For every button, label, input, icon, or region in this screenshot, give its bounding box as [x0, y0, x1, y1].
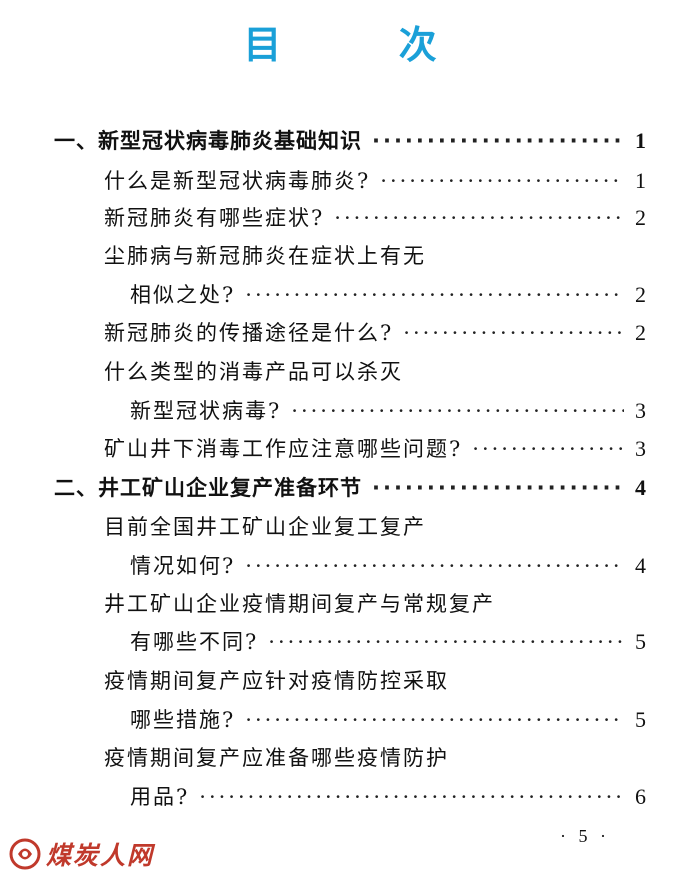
toc-page-number: 2 [635, 282, 646, 307]
toc-entry-continued[interactable]: 有哪些不同? ·································… [130, 627, 646, 657]
toc-page-number: 1 [635, 168, 646, 193]
toc-leader-dots: ········································… [472, 437, 624, 461]
toc-leader-dots: ········································… [372, 476, 624, 500]
toc-entry-text: 尘肺病与新冠肺炎在症状上有无 [104, 244, 426, 268]
toc-entry[interactable]: 目前全国井工矿山企业复工复产 [104, 512, 646, 542]
toc-entry-text: 二、井工矿山企业复产准备环节 [54, 476, 362, 500]
toc-entry-text: 情况如何? [130, 554, 236, 578]
toc-page-number: 5 [635, 707, 646, 732]
toc-entry-text: 相似之处? [130, 283, 236, 307]
page-title: 目 次 [243, 23, 489, 67]
toc-entry-text: 一、新型冠状病毒肺炎基础知识 [54, 129, 362, 153]
toc-entry[interactable]: 尘肺病与新冠肺炎在症状上有无 [104, 241, 646, 271]
toc-leader-dots: ········································… [334, 206, 624, 230]
toc-entry[interactable]: 新冠肺炎有哪些症状? ·····························… [104, 203, 646, 233]
toc-page-number: 1 [635, 128, 646, 153]
toc-entry-text: 疫情期间复产应针对疫情防控采取 [104, 669, 449, 693]
toc-entry-text: 哪些措施? [130, 708, 236, 732]
toc-entry-text: 用品? [130, 785, 190, 809]
toc-entry[interactable]: 疫情期间复产应针对疫情防控采取 [104, 666, 646, 696]
footer-page-number: · 5 · [560, 826, 610, 846]
toc-page-number: 4 [635, 553, 646, 578]
toc-section-1[interactable]: 一、新型冠状病毒肺炎基础知识 ·························… [54, 126, 646, 156]
toc-leader-dots: ········································… [245, 283, 624, 307]
toc-page-number: 3 [635, 436, 646, 461]
toc-entry-text: 矿山井下消毒工作应注意哪些问题? [104, 437, 463, 461]
toc-entry-continued[interactable]: 哪些措施? ··································… [130, 705, 646, 735]
toc-entry-text: 新冠肺炎的传播途径是什么? [104, 321, 394, 345]
toc-page-number: 4 [635, 475, 646, 500]
toc-entry-text: 新型冠状病毒? [130, 399, 282, 423]
toc-entry[interactable]: 矿山井下消毒工作应注意哪些问题? ·······················… [104, 434, 646, 464]
toc-leader-dots: ········································… [372, 129, 624, 153]
toc-leader-dots: ········································… [380, 169, 624, 193]
toc-page-number: 5 [635, 629, 646, 654]
toc-entry[interactable]: 新冠肺炎的传播途径是什么? ··························… [104, 318, 646, 348]
toc-entry-continued[interactable]: 用品? ····································… [130, 782, 646, 812]
toc-page-number: 3 [635, 398, 646, 423]
toc-leader-dots: ········································… [268, 630, 624, 654]
toc-entry-text: 井工矿山企业疫情期间复产与常规复产 [104, 592, 495, 616]
toc-entry-continued[interactable]: 相似之处? ··································… [130, 280, 646, 310]
toc-entry-text: 有哪些不同? [130, 630, 259, 654]
toc-leader-dots: ········································… [199, 785, 624, 809]
toc-section-2[interactable]: 二、井工矿山企业复产准备环节 ·························… [54, 473, 646, 503]
toc-page-number: 2 [635, 320, 646, 345]
toc-leader-dots: ········································… [245, 708, 624, 732]
toc-entry-text: 新冠肺炎有哪些症状? [104, 206, 325, 230]
toc-leader-dots: ········································… [403, 321, 624, 345]
toc-entry[interactable]: 井工矿山企业疫情期间复产与常规复产 [104, 589, 646, 619]
toc-leader-dots: ········································… [245, 554, 624, 578]
toc-entry-text: 目前全国井工矿山企业复工复产 [104, 515, 426, 539]
toc-entry-continued[interactable]: 新型冠状病毒? ································… [130, 396, 646, 426]
watermark-logo[interactable]: 煤炭人网 [8, 836, 154, 872]
toc-entry[interactable]: 什么是新型冠状病毒肺炎? ···························… [104, 166, 646, 196]
toc-entry-text: 什么是新型冠状病毒肺炎? [104, 169, 371, 193]
toc-entry[interactable]: 什么类型的消毒产品可以杀灭 [104, 357, 646, 387]
toc-entry-continued[interactable]: 情况如何? ··································… [130, 551, 646, 581]
toc-entry-text: 什么类型的消毒产品可以杀灭 [104, 360, 403, 384]
toc-entry[interactable]: 疫情期间复产应准备哪些疫情防护 [104, 743, 646, 773]
toc-entry-text: 疫情期间复产应准备哪些疫情防护 [104, 746, 449, 770]
toc-page-number: 2 [635, 205, 646, 230]
logo-swirl-icon [9, 838, 41, 870]
toc-page-number: 6 [635, 784, 646, 809]
watermark-text: 煤炭人网 [46, 841, 155, 870]
toc-leader-dots: ········································… [291, 399, 624, 423]
